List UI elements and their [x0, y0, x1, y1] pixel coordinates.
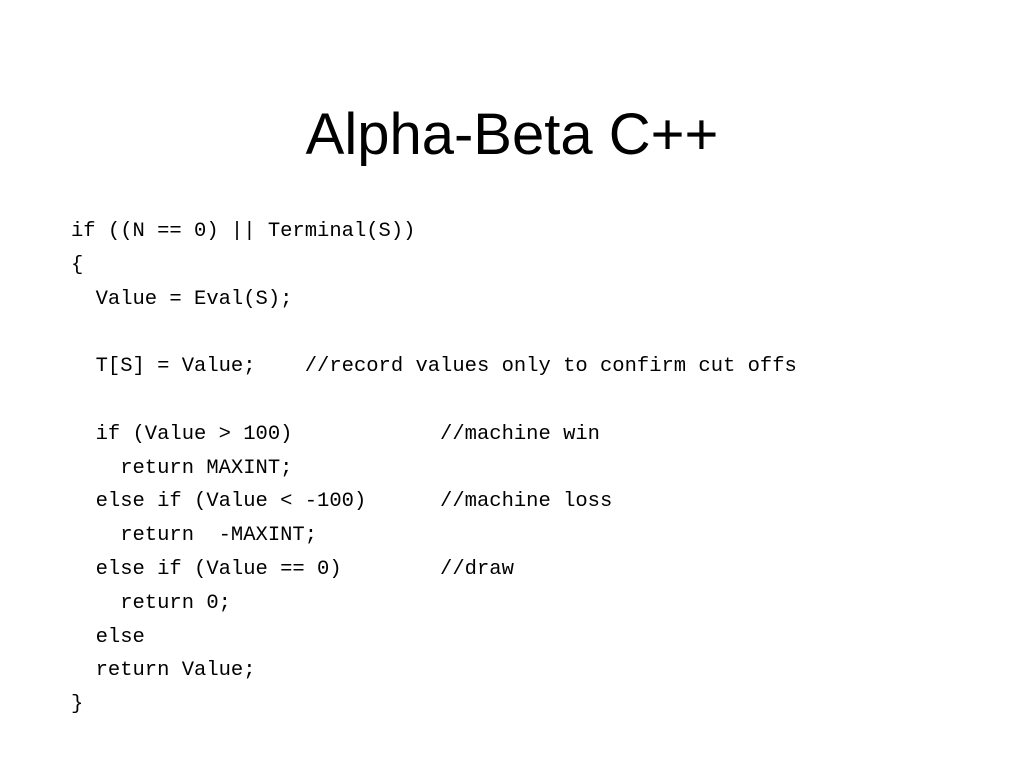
code-line: else if (Value == 0) //draw	[71, 557, 514, 581]
code-line	[71, 384, 797, 418]
code-line: T[S] = Value; //record values only to co…	[71, 355, 797, 379]
code-line	[71, 316, 797, 350]
code-line: return MAXINT;	[71, 456, 293, 480]
code-line: return 0;	[71, 591, 231, 615]
code-line: if (Value > 100) //machine win	[71, 422, 600, 446]
code-line: }	[71, 693, 84, 717]
code-line: return -MAXINT;	[71, 524, 318, 548]
code-line: Value = Eval(S);	[71, 287, 293, 311]
code-block: if ((N == 0) || Terminal(S)) { Value = E…	[71, 215, 797, 722]
code-line: if ((N == 0) || Terminal(S))	[71, 220, 416, 243]
code-line: else if (Value < -100) //machine loss	[71, 490, 613, 514]
code-line: {	[71, 253, 84, 277]
code-line: else	[71, 625, 145, 649]
slide-title: Alpha-Beta C++	[305, 102, 719, 167]
code-line: return Value;	[71, 659, 256, 683]
